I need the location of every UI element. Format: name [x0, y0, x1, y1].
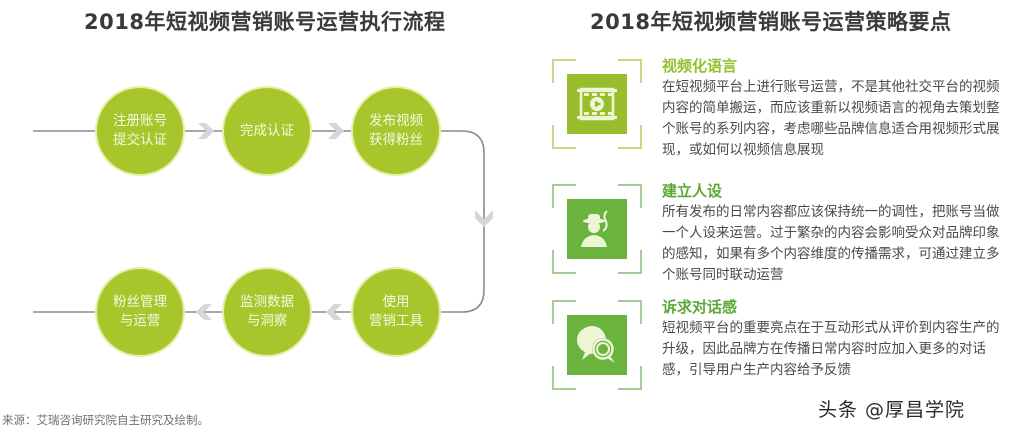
- step-use-marketing-tools: 使用 营销工具: [353, 269, 439, 355]
- step-label: 监测数据: [240, 294, 294, 310]
- icon-frame: [552, 184, 642, 274]
- flow-title: 2018年短视频营销账号运营执行流程: [84, 10, 446, 34]
- icon-frame: [552, 300, 642, 390]
- chevron-left-icon: [326, 304, 342, 320]
- strategy-body: 短视频平台的重要亮点在于互动形式从评价到内容生产的升级，因此品牌方在传播日常内容…: [662, 320, 1000, 378]
- step-label: 完成认证: [240, 122, 294, 139]
- strategy-dialogue: 诉求对话感 短视频平台的重要亮点在于互动形式从评价到内容生产的升级，因此品牌方在…: [552, 296, 1019, 416]
- chat-bubbles-icon: [567, 315, 627, 375]
- strategy-heading: 建立人设: [662, 182, 723, 200]
- chevron-left-icon: [196, 304, 212, 320]
- chevron-right-icon: [328, 123, 344, 139]
- step-publish-video: 发布视频 获得粉丝: [353, 88, 439, 174]
- step-label: 营销工具: [369, 313, 423, 329]
- step-register-account: 注册账号 提交认证: [97, 88, 183, 174]
- step-label: 粉丝管理: [113, 294, 167, 310]
- step-fan-management: 粉丝管理 与运营: [97, 269, 183, 355]
- strategy-heading: 诉求对话感: [662, 298, 738, 316]
- step-label: 与洞察: [246, 313, 288, 329]
- strategy-body: 在短视频平台上进行账号运营，不是其他社交平台的视频内容的简单搬运，而应该重新以视…: [662, 79, 1000, 158]
- step-monitor-data: 监测数据 与洞察: [224, 269, 310, 355]
- step-label: 获得粉丝: [369, 132, 423, 148]
- watermark: 头条 @厚昌学院: [818, 399, 966, 421]
- source-note: 来源：艾瑞咨询研究院自主研究及绘制。: [2, 413, 209, 427]
- step-label: 提交认证: [113, 132, 167, 148]
- chevron-right-icon: [198, 123, 214, 139]
- step-label: 注册账号: [113, 113, 167, 129]
- step-label: 发布视频: [369, 113, 423, 129]
- icon-frame: [552, 59, 642, 149]
- strategy-title: 2018年短视频营销账号运营策略要点: [590, 10, 952, 34]
- flow-connectors: [33, 123, 493, 320]
- strategy-build-persona: 建立人设 所有发布的日常内容都应该保持统一的调性，把账号当做一个人设来运营。过于…: [552, 180, 1019, 300]
- strategy-heading: 视频化语言: [662, 57, 738, 75]
- strategy-video-language: 视频化语言 在短视频平台上进行账号运营，不是其他社交平台的视频内容的简单搬运，而…: [552, 55, 1019, 175]
- persona-person-icon: [567, 199, 627, 259]
- strategy-body: 所有发布的日常内容都应该保持统一的调性，把账号当做一个人设来运营。过于繁杂的内容…: [662, 204, 1000, 283]
- step-complete-verification: 完成认证: [224, 88, 310, 174]
- step-label: 使用: [382, 294, 410, 310]
- video-film-icon: [567, 74, 627, 134]
- chevron-down-icon: [475, 210, 493, 227]
- step-label: 与运营: [119, 313, 161, 329]
